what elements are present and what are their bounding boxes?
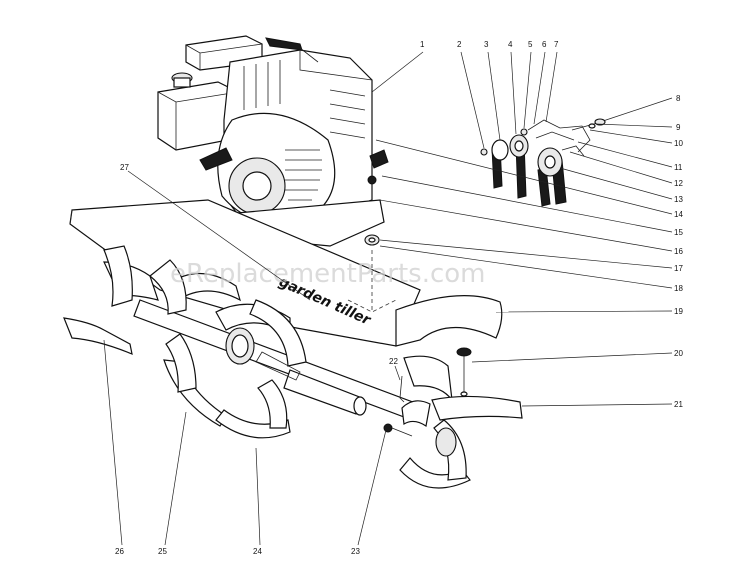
callout-4: 4 — [508, 40, 513, 49]
callout-9: 9 — [676, 123, 681, 132]
callout-21: 21 — [674, 400, 683, 409]
callout-20: 20 — [674, 349, 683, 358]
callout-23: 23 — [351, 547, 360, 556]
callout-6: 6 — [542, 40, 547, 49]
callout-8: 8 — [676, 94, 681, 103]
callout-3: 3 — [484, 40, 489, 49]
callout-7: 7 — [554, 40, 559, 49]
callout-2: 2 — [457, 40, 462, 49]
callout-numbers: 1 2 3 4 5 6 7 8 9 10 11 12 13 14 15 16 1… — [115, 40, 683, 556]
callout-16: 16 — [674, 247, 683, 256]
callout-19: 19 — [674, 307, 683, 316]
callout-10: 10 — [674, 139, 683, 148]
callout-15: 15 — [674, 228, 683, 237]
callout-12: 12 — [674, 179, 683, 188]
callout-14: 14 — [674, 210, 683, 219]
watermark: eReplacementParts.com — [170, 259, 486, 289]
tine-shield: garden tiller — [69, 199, 503, 347]
callout-24: 24 — [253, 547, 262, 556]
callout-22: 22 — [389, 357, 398, 366]
leader-lines — [103, 51, 673, 546]
callout-26: 26 — [115, 547, 124, 556]
engine — [157, 35, 389, 247]
callout-27: 27 — [120, 163, 129, 172]
callout-13: 13 — [674, 195, 683, 204]
callout-11: 11 — [674, 163, 683, 172]
callout-17: 17 — [674, 264, 683, 273]
callout-1: 1 — [420, 40, 425, 49]
control-parts — [480, 118, 607, 207]
tine-assembly — [63, 234, 523, 489]
callout-5: 5 — [528, 40, 533, 49]
callout-25: 25 — [158, 547, 167, 556]
callout-18: 18 — [674, 284, 683, 293]
